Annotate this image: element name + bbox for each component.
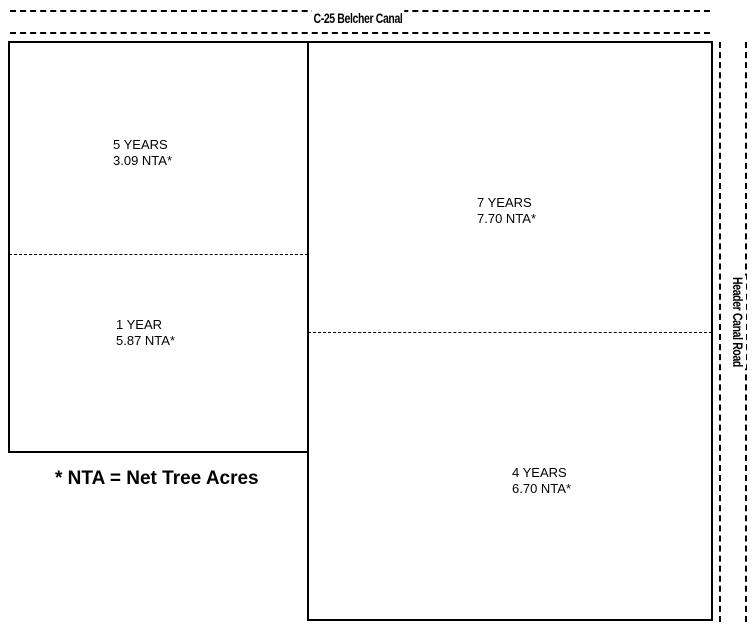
block-7-years-label: 7 YEARS 7.70 NTA* [477, 195, 536, 227]
right-parcel-divider [308, 332, 712, 333]
legend: * NTA = Net Tree Acres [55, 468, 259, 489]
block-1-year-label: 1 YEAR 5.87 NTA* [116, 317, 175, 349]
block-1-year-acres: 5.87 NTA* [116, 333, 176, 348]
block-7-years-acres: 7.70 NTA* [477, 211, 537, 226]
road-boundary-right [745, 42, 747, 622]
right-parcel [307, 41, 713, 621]
road-label: Header Canal Road [730, 275, 746, 369]
canal-boundary-lower [10, 32, 710, 34]
block-5-years-label: 5 YEARS 3.09 NTA* [113, 137, 172, 169]
block-4-years-label: 4 YEARS 6.70 NTA* [512, 465, 571, 497]
left-parcel [8, 41, 309, 453]
road-boundary-left [719, 42, 721, 622]
block-4-years-age: 4 YEARS [512, 465, 567, 480]
block-5-years-age: 5 YEARS [113, 137, 168, 152]
canal-label: C-25 Belcher Canal [312, 10, 404, 26]
block-5-years-acres: 3.09 NTA* [113, 153, 173, 168]
block-1-year-age: 1 YEAR [116, 317, 163, 332]
left-parcel-divider [9, 254, 308, 255]
block-7-years-age: 7 YEARS [477, 195, 532, 210]
block-4-years-acres: 6.70 NTA* [512, 481, 572, 496]
